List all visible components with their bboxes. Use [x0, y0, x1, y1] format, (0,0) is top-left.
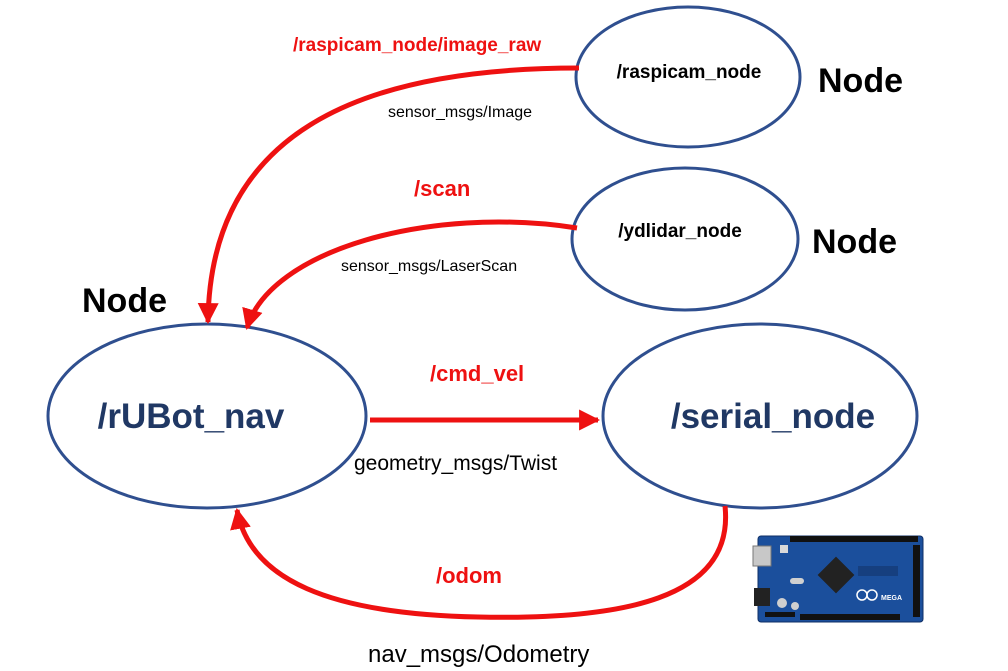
- ydlidar-node-label: /ydlidar_node: [618, 221, 742, 242]
- rubot-nav-node-caption: Node: [82, 282, 167, 320]
- serial-node-label: /serial_node: [671, 397, 875, 436]
- scan-arrow: [242, 219, 578, 331]
- ydlidar-node-ellipse[interactable]: [570, 166, 800, 312]
- ydlidar-node-caption: Node: [812, 223, 897, 261]
- board-chip-label: MEGA: [881, 595, 902, 602]
- odom-msg-type-label: nav_msgs/Odometry: [368, 641, 589, 668]
- rubot-nav-node-label: /rUBot_nav: [98, 397, 285, 436]
- raspicam-node-label: /raspicam_node: [617, 62, 762, 83]
- serial-node-ellipse[interactable]: [601, 322, 919, 510]
- odom-arrow: [230, 505, 729, 620]
- image-msg-type-label: sensor_msgs/Image: [388, 104, 532, 121]
- image-raw-topic-label: /raspicam_node/image_raw: [293, 35, 541, 56]
- scan-topic-label: /scan: [414, 176, 470, 201]
- arduino-mega-board-icon: MEGA: [752, 528, 925, 625]
- cmd-vel-topic-label: /cmd_vel: [430, 361, 524, 386]
- cmd-vel-msg-type-label: geometry_msgs/Twist: [354, 452, 557, 475]
- raspicam-node-caption: Node: [818, 62, 903, 100]
- image-raw-arrow: [197, 65, 580, 325]
- raspicam-node-ellipse[interactable]: [574, 5, 802, 149]
- scan-msg-type-label: sensor_msgs/LaserScan: [341, 258, 517, 275]
- odom-topic-label: /odom: [436, 563, 502, 588]
